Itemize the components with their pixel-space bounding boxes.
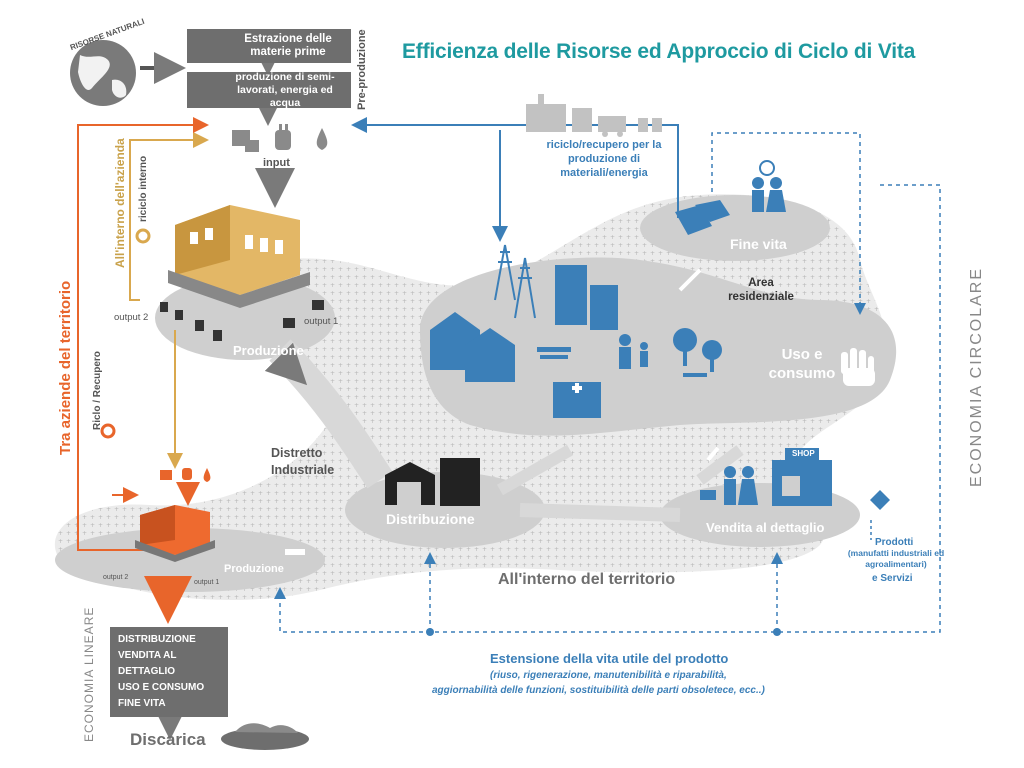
semi-finished-box: produzione di semi-lavorati, energia ed … — [187, 70, 351, 109]
preproduction-label: Pre-produzione — [356, 29, 368, 110]
shop-icon — [772, 448, 832, 506]
skyscrapers-icon — [555, 265, 618, 330]
recycle-recovery-label: Riclo / Recupero — [92, 351, 103, 430]
internal-company-label: All'interno dell'azienda — [113, 138, 127, 268]
output1-bottom-label: output 1 — [194, 579, 220, 586]
linear-list-item: VENDITA AL DETTAGLIO — [118, 650, 177, 677]
linear-list-item: USO E CONSUMO — [118, 682, 205, 693]
globe-icon — [70, 40, 136, 106]
shoppers-icon — [700, 466, 758, 505]
territory-label: All'interno del territorio — [498, 571, 676, 588]
extension-line2: aggiornabilità delle funzioni, sostituib… — [432, 685, 765, 696]
recycling-plant-icon — [526, 94, 592, 132]
input-label: input — [263, 157, 290, 169]
products-detail-label: (manufatti industriali ed agroalimentari… — [846, 548, 946, 570]
production-top-label: Produzione — [233, 343, 304, 358]
factory-gold-icon — [168, 205, 310, 308]
use-consumption-label: Uso e consumo — [762, 345, 842, 383]
shop-sign-label: SHOP — [792, 449, 815, 458]
waste-bins-icon — [160, 302, 222, 341]
recycling-truck-icon — [598, 116, 626, 137]
park-bench-icon — [537, 347, 707, 377]
products-detail-text: (manufatti industriali ed agroalimentari… — [847, 548, 945, 569]
between-companies-label: Tra aziende del territorio — [57, 280, 74, 455]
extension-line1: (riuso, rigenerazione, manutenibilità e … — [490, 670, 727, 681]
linear-list-item: DISTRIBUZIONE — [118, 634, 196, 645]
recycling-box-icon — [675, 200, 730, 235]
landfill-icon — [221, 723, 309, 750]
linear-economy-list: DISTRIBUZIONE VENDITA AL DETTAGLIO USO E… — [110, 627, 228, 717]
services-label: e Servizi — [872, 573, 913, 584]
landfill-label: Discarica — [130, 730, 206, 749]
product-boxes-icon — [283, 300, 324, 328]
residential-area-label: Area residenziale — [716, 276, 806, 304]
residential-area — [420, 257, 897, 436]
gear-icon-gold — [135, 228, 151, 244]
office-building-icon — [440, 458, 480, 506]
output2-top-label: output 2 — [114, 312, 149, 323]
end-of-life-label: Fine vita — [730, 236, 787, 252]
factory-orange-icon — [135, 505, 215, 562]
production-area-top — [155, 276, 335, 360]
industrial-district-text: Distretto Industriale — [271, 446, 335, 477]
semi-finished-label: produzione di semi-lavorati, energia ed … — [235, 70, 335, 109]
internal-recycle-label: riciclo interno — [138, 155, 149, 222]
power-pylon-icon — [494, 244, 536, 319]
output1-top-label: output 1 — [304, 316, 339, 327]
linear-economy-label: ECONOMIA LINEARE — [82, 606, 96, 742]
materials-icon — [232, 130, 259, 152]
water-drop-icon — [316, 128, 328, 150]
plug-icon — [275, 124, 291, 150]
houses-icon — [430, 312, 515, 382]
extraction-box: Estrazione delle materie prime — [187, 29, 351, 63]
orange-input-icons — [160, 468, 211, 482]
people-family-icon — [619, 334, 648, 369]
page-title: Efficienza delle Risorse ed Approccio di… — [402, 40, 916, 63]
circular-economy-label: ECONOMIA CIRCOLARE — [968, 266, 985, 487]
retail-label: Vendita al dettaglio — [706, 520, 825, 535]
gear-icon-orange — [100, 423, 116, 439]
use-consumption-text: Uso e consumo — [768, 346, 836, 382]
industrial-district-label: Distretto Industriale — [271, 445, 361, 479]
production-bottom-label: Produzione — [224, 563, 284, 575]
hospital-icon — [553, 382, 601, 418]
recycling-bins-icon — [638, 118, 662, 132]
recycle-energy-label: riciclo/recupero per la produzione di ma… — [524, 138, 684, 180]
production-area-bottom — [55, 528, 325, 592]
couple-question-icon — [752, 160, 786, 212]
distribution-label: Distribuzione — [386, 511, 475, 527]
warehouse-icon — [385, 462, 435, 505]
recycle-energy-text: riciclo/recupero per la produzione di ma… — [546, 139, 662, 179]
hand-icon — [841, 348, 875, 386]
extraction-label: Estrazione delle materie prime — [244, 33, 332, 58]
products-label: Prodotti — [875, 537, 914, 548]
extension-title: Estensione della vita utile del prodotto — [490, 651, 729, 666]
trees-icon — [673, 328, 722, 372]
residential-area-text: Area residenziale — [728, 277, 794, 303]
output2-bottom-label: output 2 — [103, 574, 129, 581]
linear-list-item: FINE VITA — [118, 698, 166, 709]
